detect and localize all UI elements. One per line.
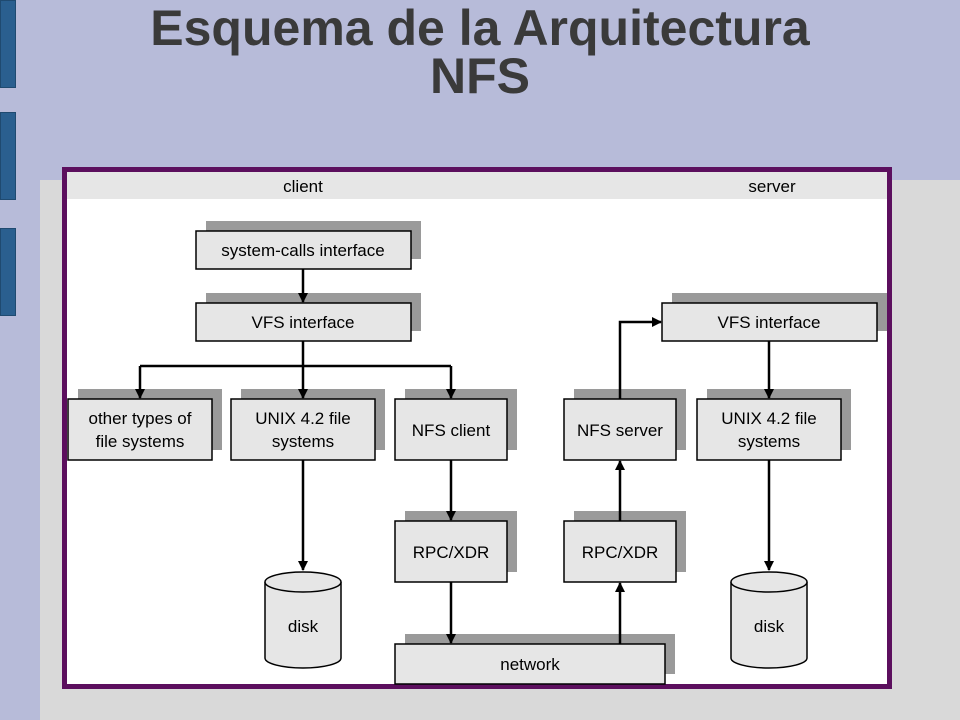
vfs-interface-server-label: VFS interface: [718, 313, 821, 332]
unix-fs-server-label-line-2: systems: [738, 432, 800, 451]
other-fs-label-line-1: other types of: [88, 409, 191, 428]
disk-client-cylinder: disk: [264, 571, 342, 669]
rpc-xdr-server-label: RPC/XDR: [582, 543, 659, 562]
slide-title: Esquema de la Arquitectura NFS: [0, 0, 960, 104]
nfs-client-label: NFS client: [412, 421, 491, 440]
unix-fs-client-label-line-1: UNIX 4.2 file: [255, 409, 350, 428]
unix-fs-client-label-line-2: systems: [272, 432, 334, 451]
header-strip: [67, 172, 887, 199]
rpc-xdr-server-box: RPC/XDR: [563, 511, 686, 583]
syscalls-interface-box: system-calls interface: [195, 221, 421, 270]
side-accent-bar-2: [0, 112, 16, 200]
rpc-xdr-client-label: RPC/XDR: [413, 543, 490, 562]
nfs-client-box: NFS client: [394, 389, 517, 461]
other-fs-box: other types of file systems: [67, 389, 222, 461]
server-header: server: [748, 177, 796, 196]
side-accent-bar-1: [0, 0, 16, 88]
syscalls-interface-label: system-calls interface: [221, 241, 384, 260]
other-fs-label-line-2: file systems: [96, 432, 185, 451]
unix-fs-server-label-line-1: UNIX 4.2 file: [721, 409, 816, 428]
slide-title-line-1: Esquema de la Arquitectura: [150, 0, 810, 56]
rpc-xdr-client-box: RPC/XDR: [394, 511, 517, 583]
edge-nfs-server-to-vfs-server: [618, 317, 662, 399]
nfs-server-label: NFS server: [577, 421, 663, 440]
network-label: network: [500, 655, 560, 674]
disk-server-cylinder: disk: [730, 571, 808, 669]
unix-fs-client-box: UNIX 4.2 file systems: [230, 389, 385, 461]
disk-server-label: disk: [754, 617, 785, 636]
side-accent-bar-3: [0, 228, 16, 316]
network-box: network: [394, 634, 675, 685]
vfs-interface-server-box: VFS interface: [661, 293, 887, 342]
nfs-server-box: NFS server: [563, 389, 686, 461]
vfs-interface-client-box: VFS interface: [195, 293, 421, 342]
slide-title-line-2: NFS: [430, 48, 530, 104]
disk-client-label: disk: [288, 617, 319, 636]
client-header: client: [283, 177, 323, 196]
vfs-interface-client-label: VFS interface: [252, 313, 355, 332]
unix-fs-server-box: UNIX 4.2 file systems: [696, 389, 851, 461]
